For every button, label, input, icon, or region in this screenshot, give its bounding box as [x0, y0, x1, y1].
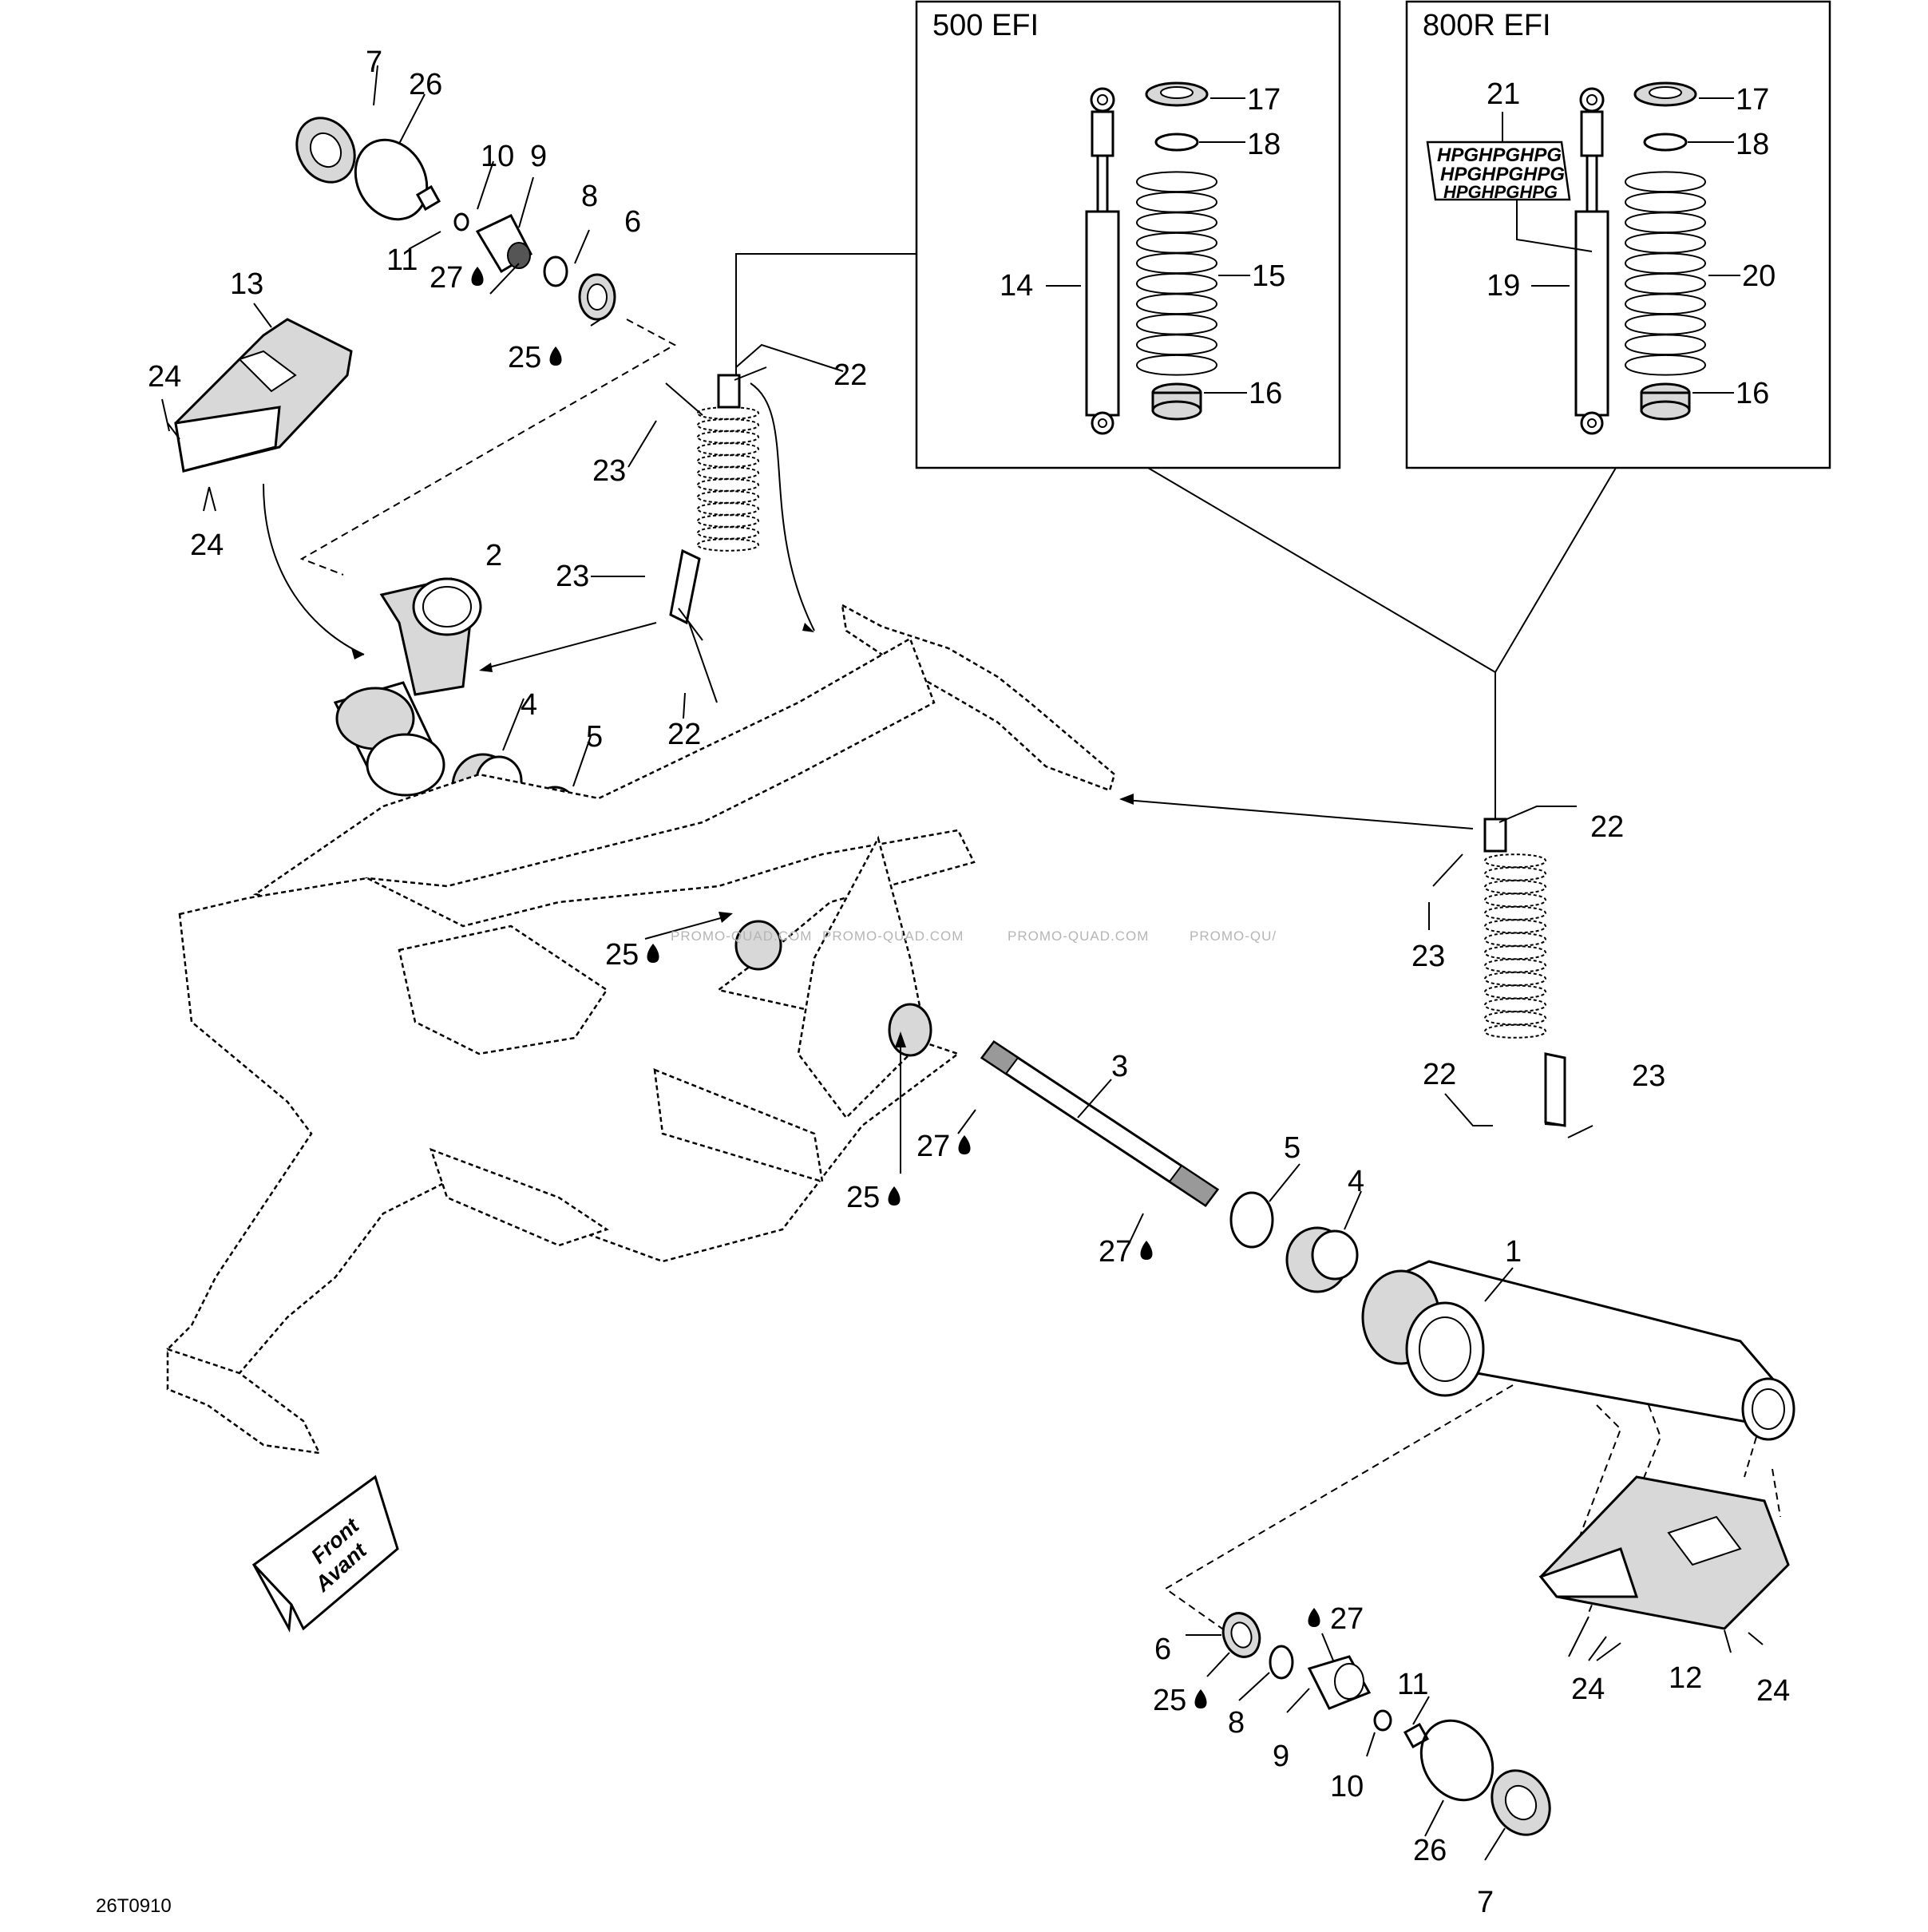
skid-plate-12: [1538, 1475, 1790, 1630]
callout-23: 23: [1411, 940, 1445, 973]
skid-plate-13: [174, 318, 353, 473]
callout-4: 4: [1348, 1165, 1364, 1198]
callout-24: 24: [190, 529, 224, 562]
watermark-text: PROMO-QUAD.COM: [1008, 928, 1149, 944]
hub-assembly-lower: [1221, 1612, 1551, 1836]
callout-15: 15: [1252, 259, 1285, 293]
callout-25: 25: [846, 1181, 880, 1214]
callout-24: 24: [1756, 1674, 1790, 1708]
hub-assembly-upper: [295, 117, 616, 321]
oil-drop-icon: [471, 267, 484, 286]
inset-500-efi: 500 EFI 17 18 15 14 16: [915, 0, 1341, 469]
drawing-code: 26T0910: [96, 1895, 172, 1917]
callout-2: 2: [485, 539, 502, 572]
callout-8: 8: [581, 180, 598, 213]
callout-3: 3: [1111, 1050, 1128, 1083]
callout-9: 9: [1273, 1740, 1289, 1773]
callout-27: 27: [1330, 1602, 1364, 1636]
shock-absorber-800: [1574, 87, 1609, 435]
coil-spring-15: [1136, 171, 1218, 376]
callout-26: 26: [409, 68, 442, 101]
callout-6: 6: [624, 205, 641, 239]
callout-6: 6: [1154, 1633, 1171, 1666]
callout-27: 27: [1099, 1235, 1132, 1269]
watermark-row: PROMO-QUAD.COM PROMO-QUAD.COM PROMO-QUAD.C…: [671, 928, 1277, 944]
callout-22: 22: [833, 358, 867, 392]
oil-drop-icon: [1140, 1241, 1153, 1260]
spring-ring-18: [1154, 133, 1199, 152]
shock-center: [669, 374, 760, 625]
callout-20: 20: [1742, 259, 1776, 293]
callout-16: 16: [1736, 377, 1769, 410]
bracket-2: [379, 577, 482, 696]
callout-18: 18: [1736, 128, 1769, 161]
swing-arm-1: [1361, 1260, 1795, 1441]
hpg-decal-21: HPGHPGHPG HPGHPGHPG HPGHPGHPG: [1426, 141, 1571, 202]
callout-17: 17: [1247, 83, 1281, 117]
inset-800-title: 800R EFI: [1423, 9, 1551, 42]
callout-22: 22: [667, 718, 701, 751]
callout-19: 19: [1487, 269, 1520, 303]
oil-drop-icon: [888, 1186, 901, 1206]
atv-frame: [166, 603, 1116, 1455]
inset-800r-efi: 800R EFI HPGHPGHPG HPGHPGHPG HPGHPGHPG: [1405, 0, 1831, 469]
callout-25: 25: [1153, 1684, 1186, 1717]
circlip-5-lower: [1229, 1191, 1274, 1249]
oil-drop-icon: [647, 944, 659, 963]
callout-1: 1: [1505, 1235, 1522, 1269]
oil-drop-icon: [958, 1135, 971, 1154]
callout-23: 23: [592, 454, 626, 488]
watermark-text: PROMO-QUAD.COM: [671, 928, 812, 944]
callout-24: 24: [148, 360, 181, 394]
pivot-shaft-3: [980, 1039, 1220, 1208]
inset-500-title: 500 EFI: [932, 9, 1039, 42]
callout-25: 25: [605, 938, 639, 972]
callout-22: 22: [1590, 810, 1624, 844]
callout-21: 21: [1487, 77, 1520, 111]
shock-absorber-500: [1085, 87, 1120, 435]
callout-25: 25: [508, 341, 541, 374]
callout-18: 18: [1247, 128, 1281, 161]
oil-drop-icon: [1308, 1608, 1320, 1627]
spring-seat-16b: [1640, 382, 1691, 421]
callout-11: 11: [386, 243, 418, 277]
callout-27: 27: [430, 261, 463, 295]
callout-4: 4: [521, 688, 537, 722]
callout-24: 24: [1571, 1673, 1605, 1706]
sleeve: [333, 681, 445, 797]
coil-spring-20: [1625, 171, 1707, 376]
callout-10: 10: [481, 140, 514, 173]
callout-14: 14: [1000, 269, 1033, 303]
decal-text: HPGHPGHPG: [1443, 182, 1558, 202]
decal-text: HPGHPGHPG: [1440, 164, 1565, 185]
callout-10: 10: [1330, 1770, 1364, 1803]
callout-22: 22: [1423, 1058, 1456, 1091]
spring-ring-18b: [1643, 133, 1688, 152]
callout-27: 27: [916, 1130, 950, 1163]
callout-7: 7: [366, 46, 382, 79]
callout-11: 11: [1397, 1668, 1428, 1701]
callout-17: 17: [1736, 83, 1769, 117]
shock-right: [1483, 818, 1566, 1127]
callout-9: 9: [530, 140, 547, 173]
watermark-text: PROMO-QU/: [1190, 928, 1277, 944]
oil-drop-icon: [1194, 1689, 1207, 1708]
decal-text: HPGHPGHPG: [1437, 145, 1562, 166]
callout-5: 5: [586, 720, 603, 754]
callout-13: 13: [230, 267, 263, 301]
callout-5: 5: [1284, 1131, 1301, 1165]
front-arrow-icon: Front Avant: [251, 1475, 399, 1633]
callout-26: 26: [1413, 1834, 1447, 1867]
callout-23: 23: [556, 560, 589, 593]
callout-23: 23: [1632, 1059, 1665, 1093]
callout-8: 8: [1228, 1706, 1245, 1740]
spring-seat-16: [1151, 382, 1202, 421]
callout-16: 16: [1249, 377, 1282, 410]
callout-12: 12: [1669, 1661, 1702, 1695]
watermark-text: PROMO-QUAD.COM: [822, 928, 964, 944]
oil-drop-icon: [549, 346, 562, 366]
bearing-4-lower: [1285, 1226, 1359, 1293]
callout-7: 7: [1477, 1886, 1494, 1919]
